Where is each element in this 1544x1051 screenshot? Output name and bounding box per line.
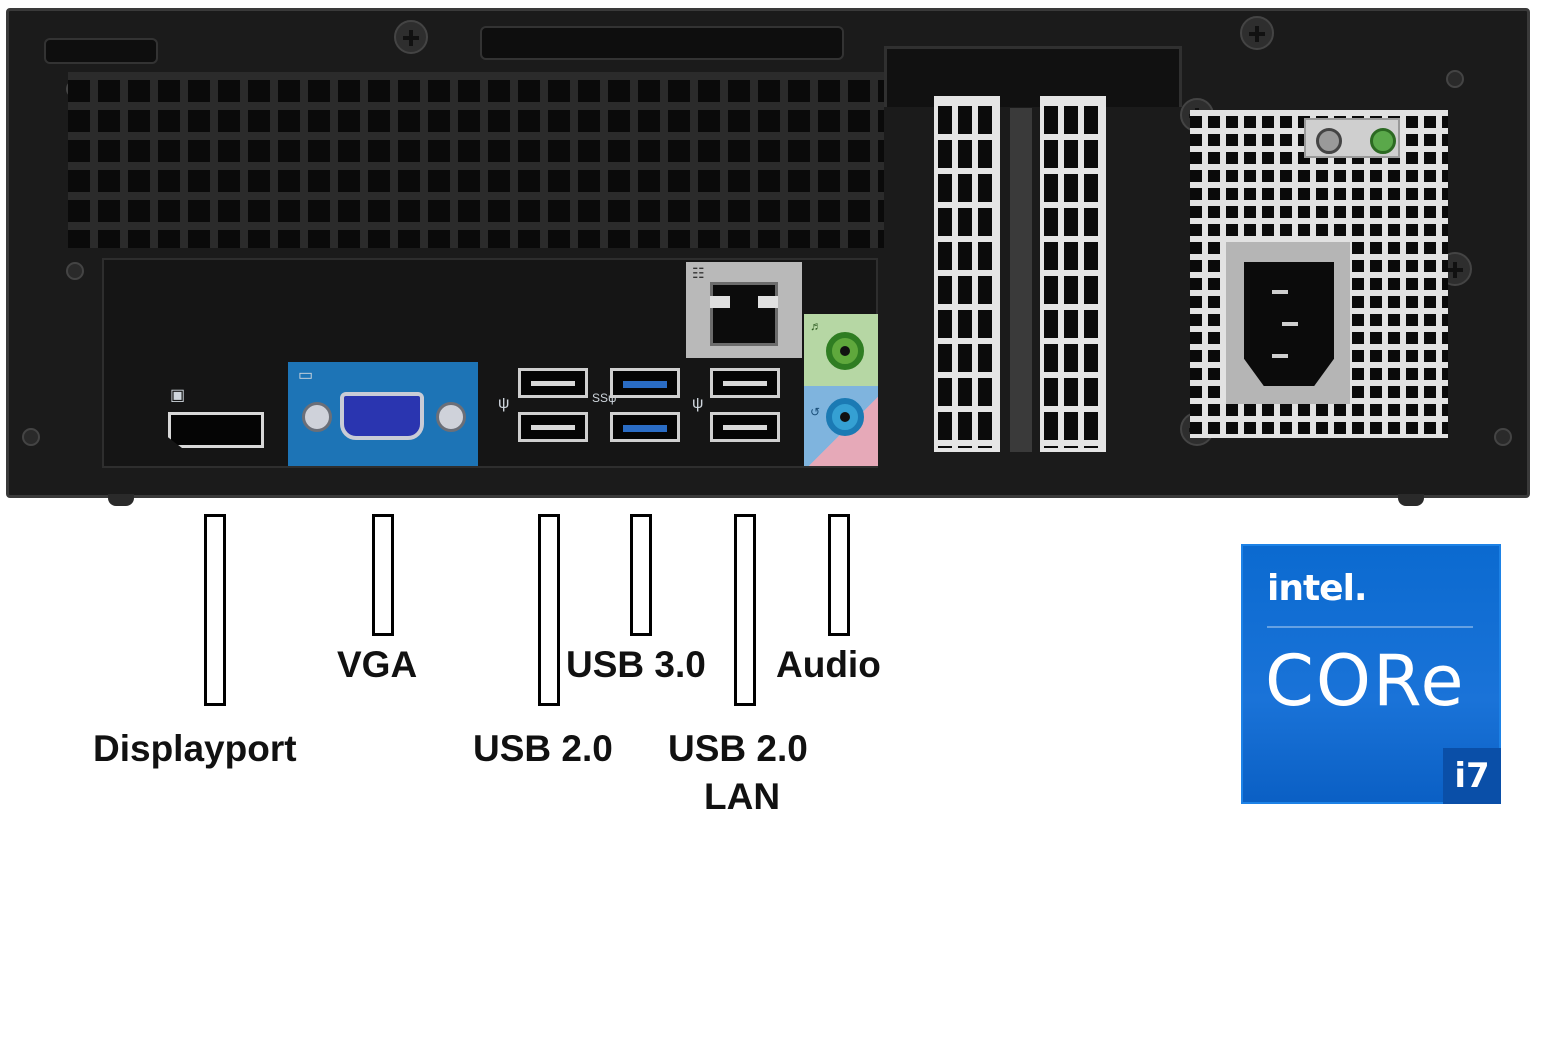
usb2-port-right-top bbox=[710, 368, 780, 398]
psu-status-led bbox=[1370, 128, 1396, 154]
lan-led-right bbox=[758, 296, 778, 308]
processor-tier: i7 bbox=[1443, 748, 1501, 804]
lan-label: LAN bbox=[704, 776, 781, 817]
usb3-label: USB 3.0 bbox=[566, 644, 706, 685]
power-pin bbox=[1272, 290, 1288, 294]
usb-trident-icon: ψ bbox=[692, 395, 704, 412]
displayport-callout bbox=[204, 514, 226, 706]
usb2-left-callout bbox=[538, 514, 560, 706]
headphone-icon: ♬ bbox=[810, 319, 822, 333]
thumb-screw-left bbox=[394, 20, 428, 54]
usb2-port-left-top bbox=[518, 368, 588, 398]
expansion-slot-divider bbox=[1010, 108, 1032, 452]
chassis-handle bbox=[480, 26, 844, 60]
usb2-left-label: USB 2.0 bbox=[473, 728, 613, 769]
power-pin bbox=[1272, 354, 1288, 358]
chassis-rivet bbox=[1494, 428, 1512, 446]
expansion-slot-cover-2 bbox=[1040, 96, 1106, 452]
chassis-foot-right bbox=[1398, 494, 1424, 506]
vga-label: VGA bbox=[337, 644, 418, 685]
psu-test-button bbox=[1316, 128, 1342, 154]
line-in-icon: ↺ bbox=[810, 405, 821, 419]
audio-label: Audio bbox=[776, 644, 881, 685]
usb2-right-lan-callout bbox=[734, 514, 756, 706]
usb3-port-top bbox=[610, 368, 680, 398]
core-logo-text: CORe bbox=[1265, 640, 1466, 722]
usb3-callout bbox=[630, 514, 652, 636]
expansion-slot-bracket bbox=[884, 46, 1182, 107]
audio-callout bbox=[828, 514, 850, 636]
vga-port bbox=[340, 392, 424, 440]
usb3-port-bottom bbox=[610, 412, 680, 442]
ventilation-grill bbox=[68, 72, 884, 248]
audio-line-in-jack bbox=[826, 398, 864, 436]
displayport-icon: ▣ bbox=[170, 387, 186, 404]
power-pin bbox=[1282, 322, 1298, 326]
monitor-icon: ▭ bbox=[298, 367, 314, 384]
lan-port bbox=[710, 282, 778, 346]
chassis-rivet bbox=[22, 428, 40, 446]
audio-line-out-jack bbox=[826, 332, 864, 370]
chassis-foot-left bbox=[108, 494, 134, 506]
displayport-port bbox=[168, 412, 264, 448]
vga-screw-right bbox=[436, 402, 466, 432]
intel-logo-text: intel. bbox=[1267, 568, 1368, 609]
chassis-rivet bbox=[1446, 70, 1464, 88]
expansion-slot-cover-1 bbox=[934, 96, 1000, 452]
usb2-port-left-bottom bbox=[518, 412, 588, 442]
vga-callout bbox=[372, 514, 394, 636]
usb-trident-icon: ψ bbox=[498, 395, 510, 412]
usb2-port-right-bottom bbox=[710, 412, 780, 442]
chassis-rivet bbox=[66, 262, 84, 280]
usb2-right-label: USB 2.0 bbox=[668, 728, 808, 769]
thumb-screw-right bbox=[1240, 16, 1274, 50]
security-latch bbox=[44, 38, 158, 64]
intel-core-i7-badge: intel. CORe i7 bbox=[1241, 544, 1501, 804]
displayport-label: Displayport bbox=[93, 728, 297, 769]
vga-screw-left bbox=[302, 402, 332, 432]
lan-led-left bbox=[710, 296, 730, 308]
badge-divider bbox=[1267, 626, 1473, 628]
network-icon: ☷ bbox=[692, 265, 705, 281]
